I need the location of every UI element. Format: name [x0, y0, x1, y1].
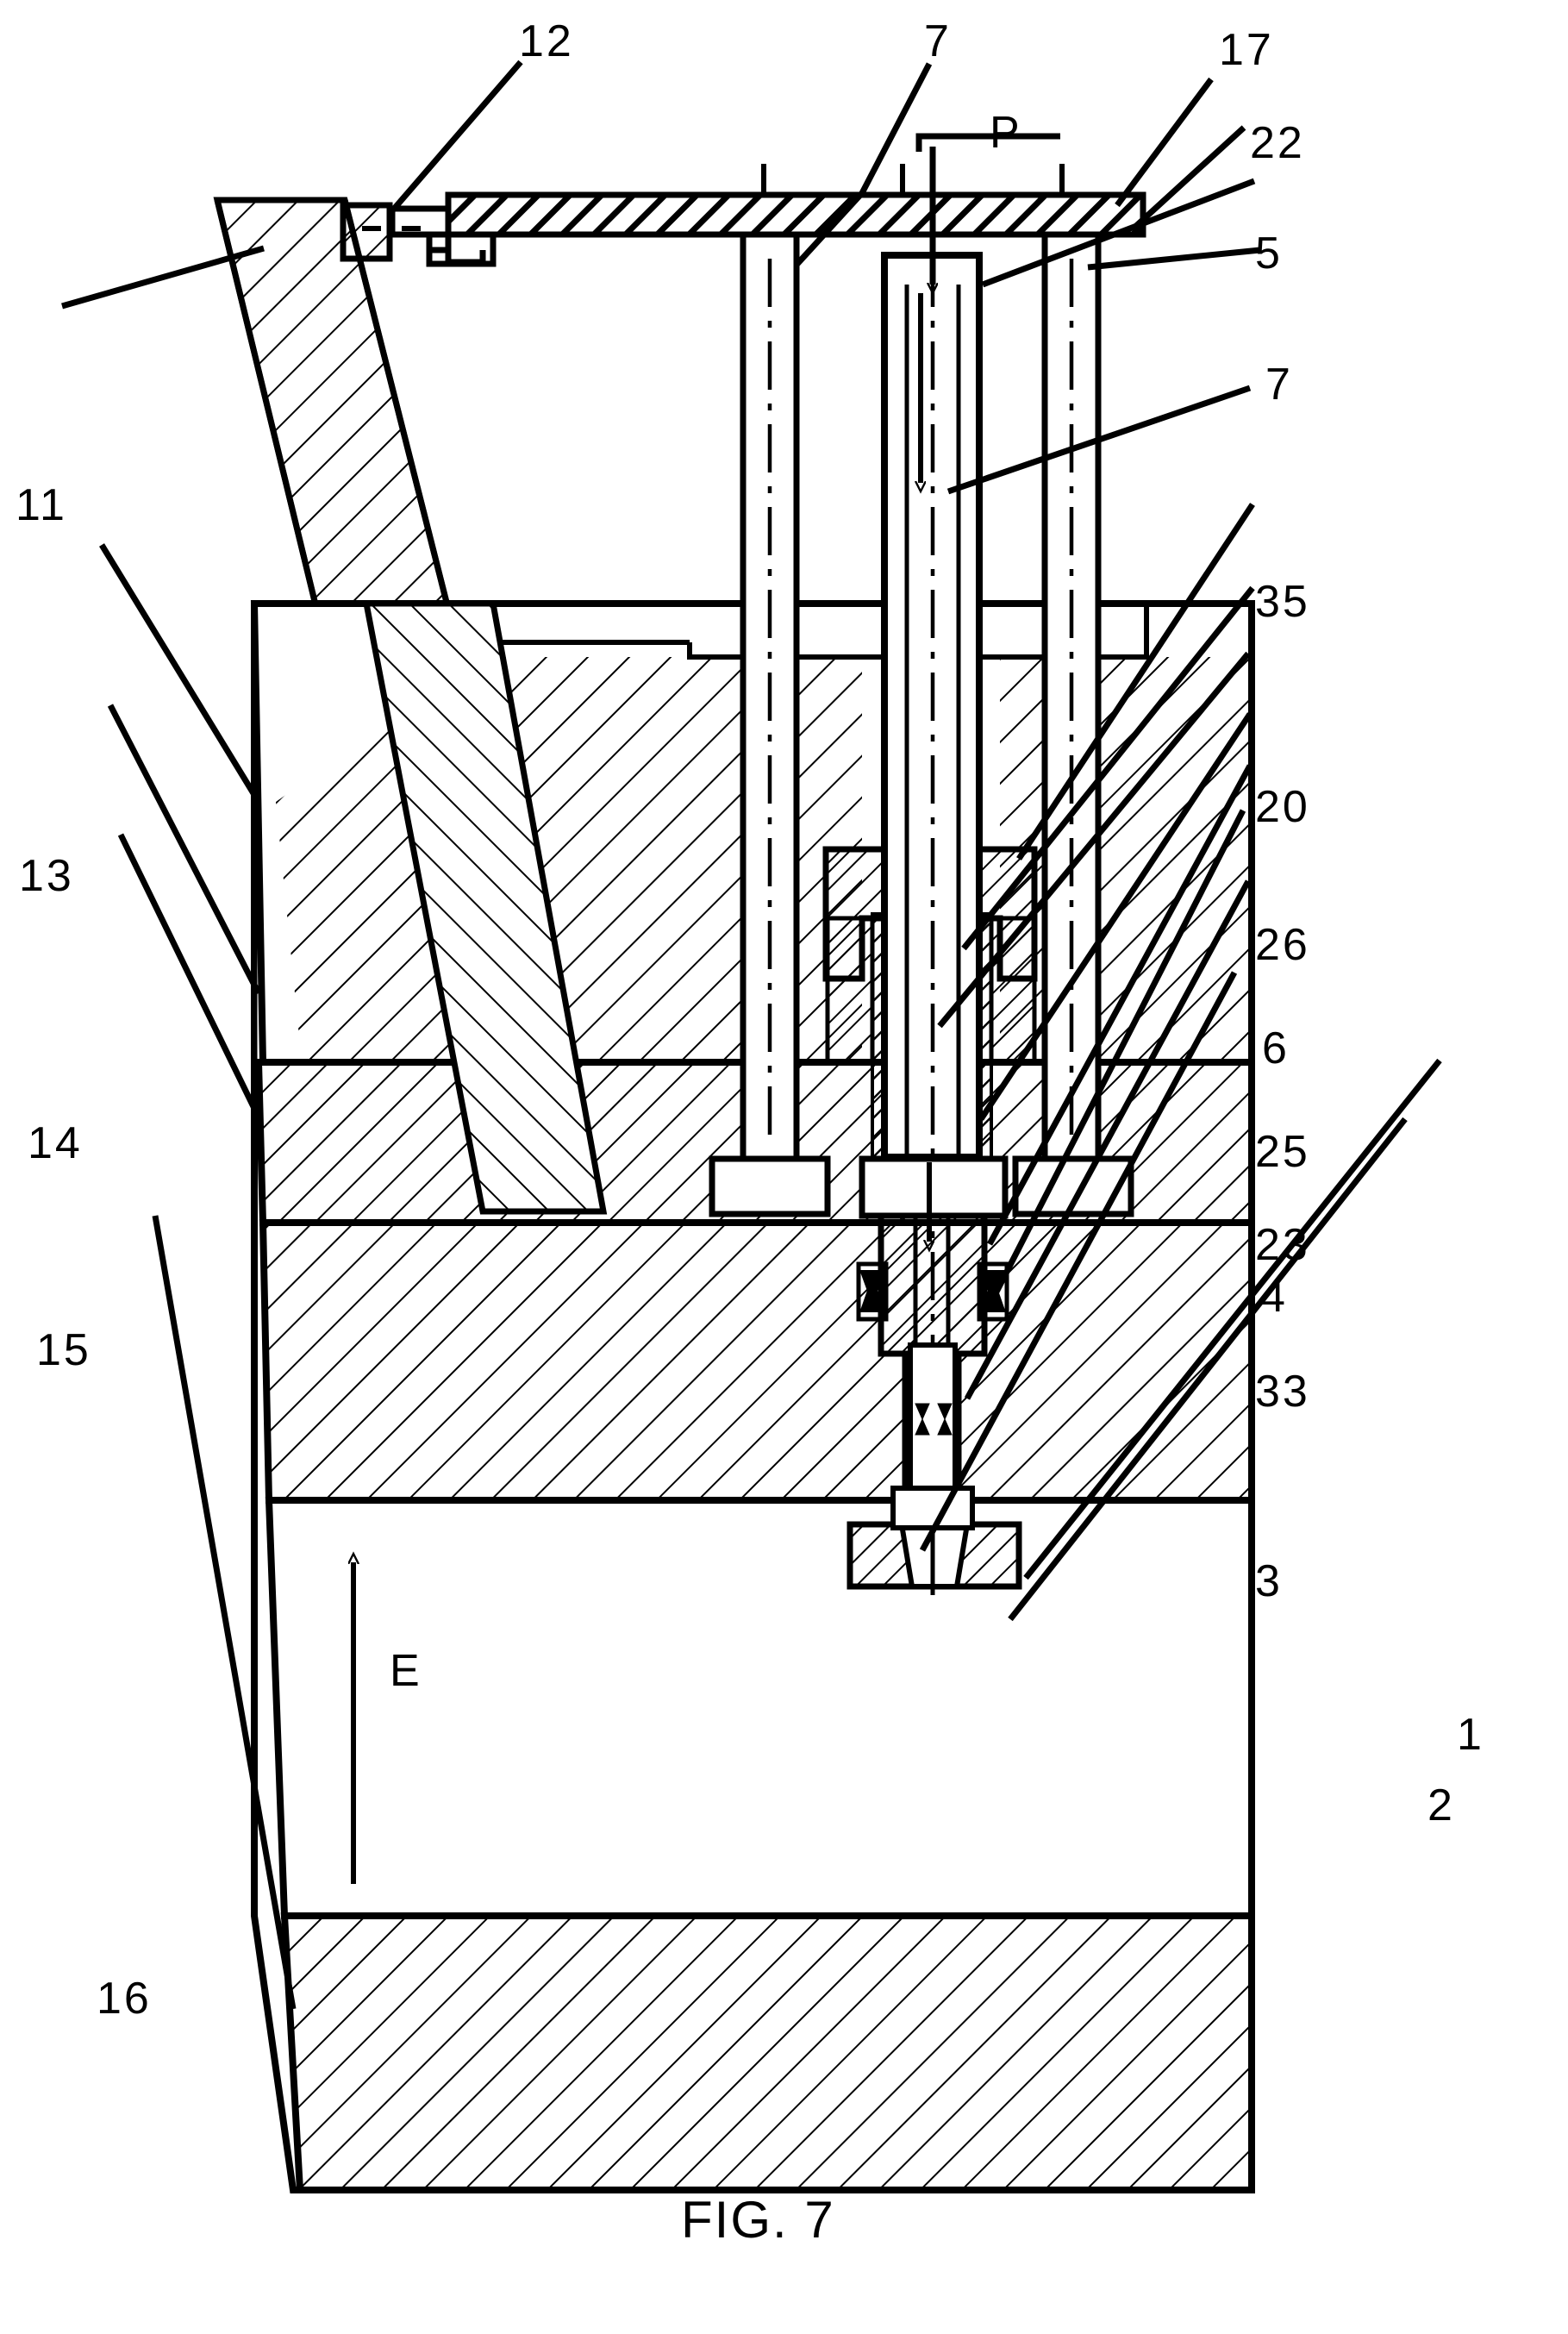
ref-label-22: 22 — [1250, 118, 1305, 168]
sleeve-lower-step — [890, 1486, 975, 1530]
ref-label-33: 33 — [1255, 1367, 1310, 1417]
ref-label-26: 26 — [1255, 920, 1310, 970]
nozzle-head-1-2 — [846, 1521, 1022, 1595]
leader-lines — [61, 59, 1442, 2010]
ref-label-20: 20 — [1255, 782, 1310, 832]
ref-label-12: 12 — [519, 16, 574, 66]
rod-top-ticks — [761, 164, 1065, 195]
central-sleeve-5 — [881, 252, 983, 1552]
ref-label-1: 1 — [1457, 1710, 1484, 1760]
guide-rod-left-7 — [709, 231, 831, 1217]
ref-label-7-top: 7 — [924, 16, 952, 66]
ref-label-P: P — [990, 108, 1022, 158]
ref-label-15: 15 — [36, 1325, 91, 1375]
ejection-space — [265, 1497, 1255, 1919]
ref-label-4: 4 — [1260, 1272, 1288, 1322]
ref-label-2: 2 — [1427, 1780, 1455, 1830]
ref-label-6: 6 — [1262, 1023, 1290, 1073]
ref-label-23: 23 — [1255, 1220, 1310, 1270]
flange-seat-25 — [859, 1155, 1009, 1219]
ref-label-E: E — [390, 1646, 422, 1696]
tapered-wall-through-body — [362, 600, 608, 1215]
ref-label-35: 35 — [1255, 577, 1310, 627]
ref-label-25: 25 — [1255, 1127, 1310, 1177]
pressure-indicator-P — [915, 133, 1060, 285]
ref-label-14: 14 — [28, 1118, 83, 1168]
ref-label-3: 3 — [1255, 1556, 1283, 1606]
ref-label-16: 16 — [97, 1974, 152, 2024]
ref-label-17: 17 — [1219, 25, 1274, 75]
sleeve-surround-hatch — [825, 916, 1037, 1065]
plate-15 — [259, 1219, 1255, 1504]
ref-label-11: 11 — [16, 480, 67, 530]
plate-16 — [280, 1912, 1255, 2193]
ref-label-5: 5 — [1255, 228, 1283, 278]
ref-label-13: 13 — [19, 851, 74, 901]
ref-label-7-right: 7 — [1265, 360, 1293, 410]
seal-pair-4 — [856, 1261, 1009, 1322]
figure-caption: FIG. 7 — [681, 2191, 835, 2249]
